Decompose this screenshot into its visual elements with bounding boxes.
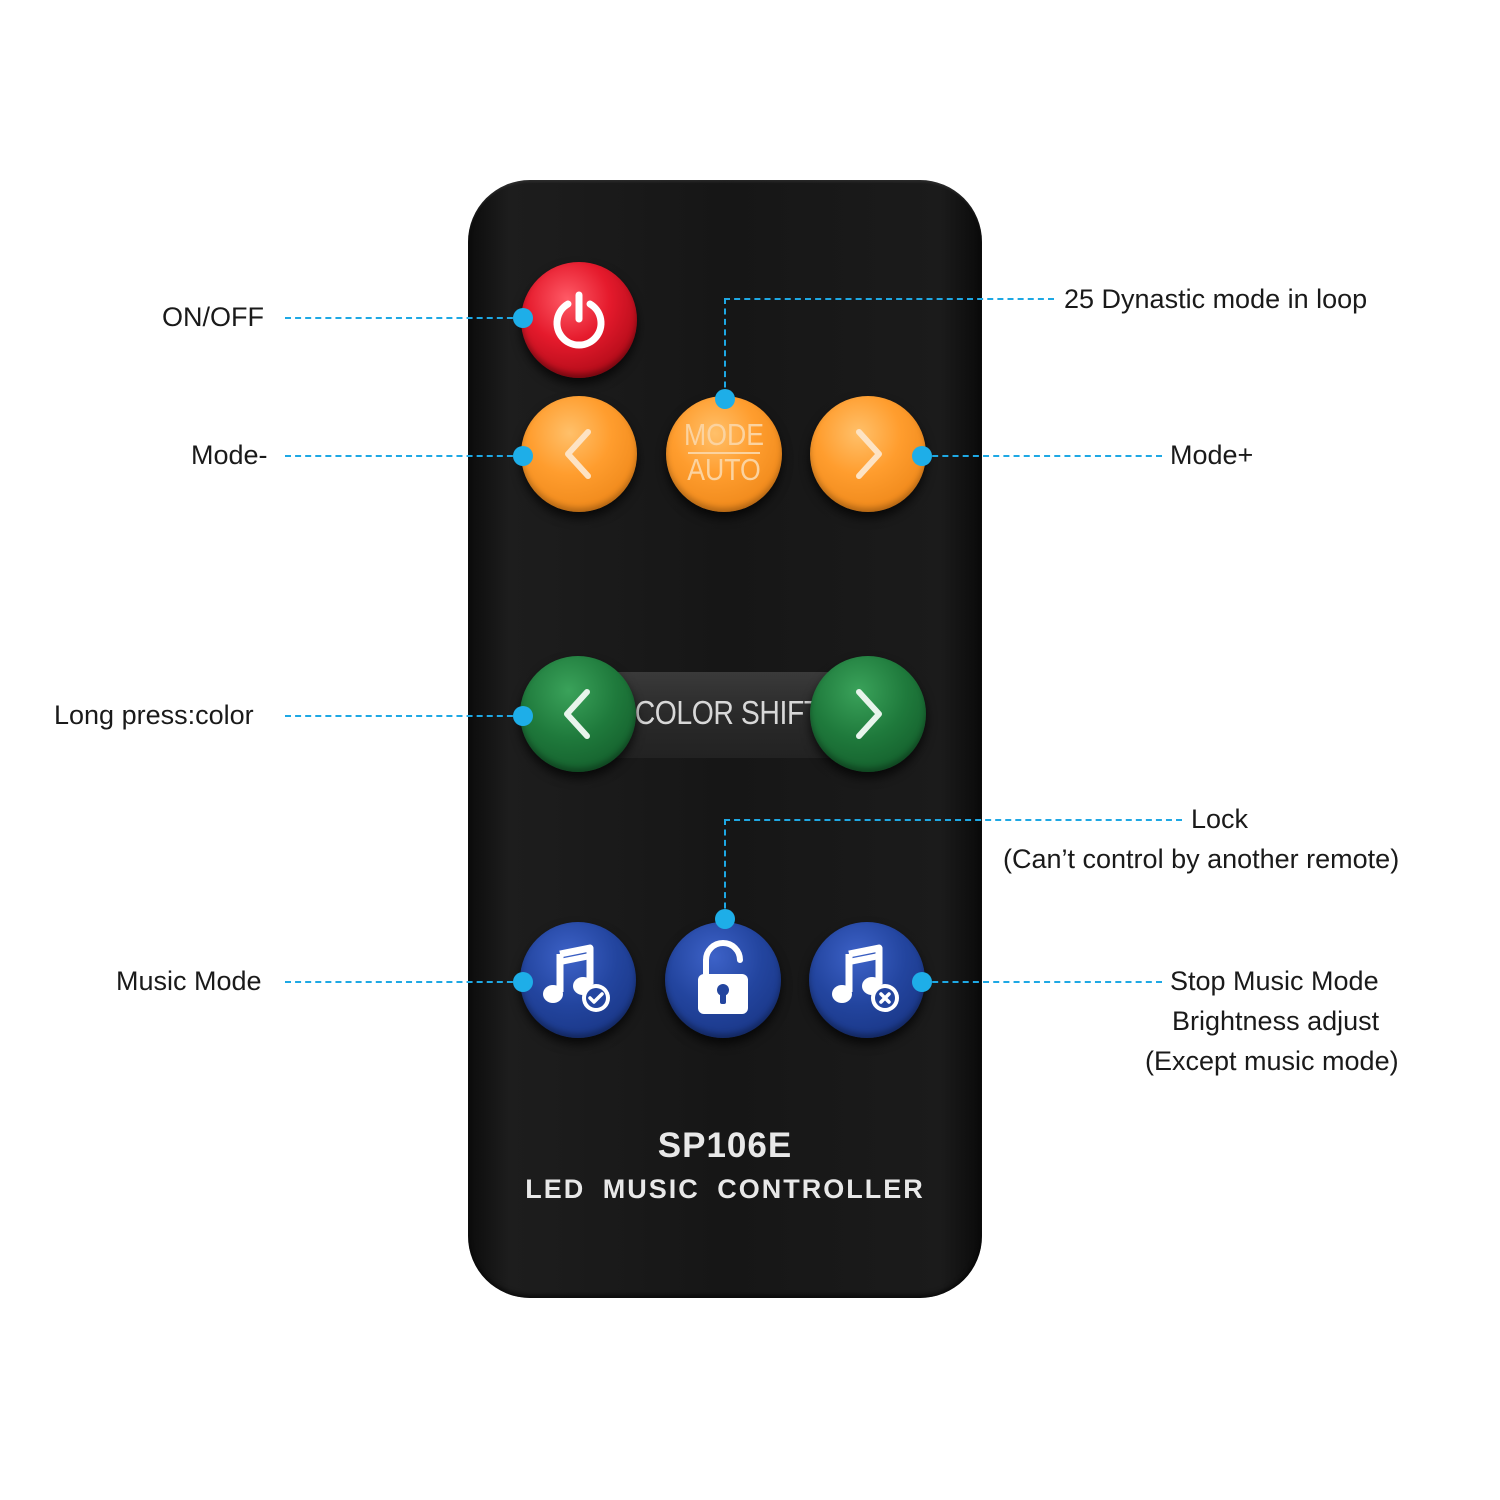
callout-line-dynamic-v [724, 298, 726, 398]
mode-minus-button[interactable] [521, 396, 637, 512]
callout-dot-mode-plus [912, 446, 932, 466]
power-icon [553, 291, 605, 349]
callout-dot-dynamic [715, 389, 735, 409]
music-note-cancel-icon [832, 944, 899, 1012]
callout-line-stop-music [922, 981, 1162, 983]
music-mode-button[interactable] [520, 922, 636, 1038]
color-shift-left-button[interactable] [520, 656, 636, 772]
callout-dot-stop-music [912, 972, 932, 992]
mode-auto-button[interactable]: MODE AUTO [666, 396, 782, 512]
label-long-press: Long press:color [54, 700, 254, 730]
label-except-music: (Except music mode) [1145, 1046, 1399, 1076]
callout-dot-lock [715, 909, 735, 929]
chevron-left-icon [564, 689, 590, 739]
model-subtitle: LED MUSIC CONTROLLER [525, 1174, 925, 1204]
callout-line-lock-v [724, 819, 726, 919]
callout-dot-mode-minus [513, 446, 533, 466]
power-button[interactable] [521, 262, 637, 378]
callout-line-mode-minus [285, 455, 523, 457]
callout-dot-on-off [513, 308, 533, 328]
color-shift-right-button[interactable] [810, 656, 926, 772]
chevron-right-icon [856, 429, 882, 479]
callout-dot-long-press [513, 706, 533, 726]
color-shift-label: COLOR SHIFT [634, 694, 821, 731]
label-mode-plus: Mode+ [1170, 440, 1254, 470]
lock-button[interactable] [665, 922, 781, 1038]
callout-line-music-mode [285, 981, 523, 983]
callout-dot-music-mode [513, 972, 533, 992]
label-lock: Lock [1191, 804, 1249, 834]
label-lock-note: (Can’t control by another remote) [1003, 844, 1400, 874]
callout-line-on-off [285, 317, 523, 319]
callout-line-dynamic-h [724, 298, 1054, 300]
callout-line-lock-h [724, 819, 1182, 821]
label-on-off: ON/OFF [162, 302, 264, 332]
mode-label: MODE [684, 417, 764, 452]
label-dynamic-mode: 25 Dynastic mode in loop [1064, 284, 1368, 314]
chevron-right-icon [856, 689, 882, 739]
mode-divider [688, 452, 760, 454]
mode-plus-button[interactable] [810, 396, 926, 512]
label-music-mode: Music Mode [116, 966, 262, 996]
chevron-left-icon [565, 429, 591, 479]
music-note-check-icon [543, 944, 610, 1012]
model-name: SP106E [657, 1126, 793, 1165]
lock-icon [698, 940, 748, 1014]
label-stop-music: Stop Music Mode [1170, 966, 1379, 996]
label-brightness: Brightness adjust [1172, 1006, 1380, 1036]
callout-line-mode-plus [922, 455, 1162, 457]
label-mode-minus: Mode- [191, 440, 268, 470]
callout-line-long-press [285, 715, 523, 717]
stop-music-button[interactable] [809, 922, 925, 1038]
auto-label: AUTO [687, 452, 761, 487]
